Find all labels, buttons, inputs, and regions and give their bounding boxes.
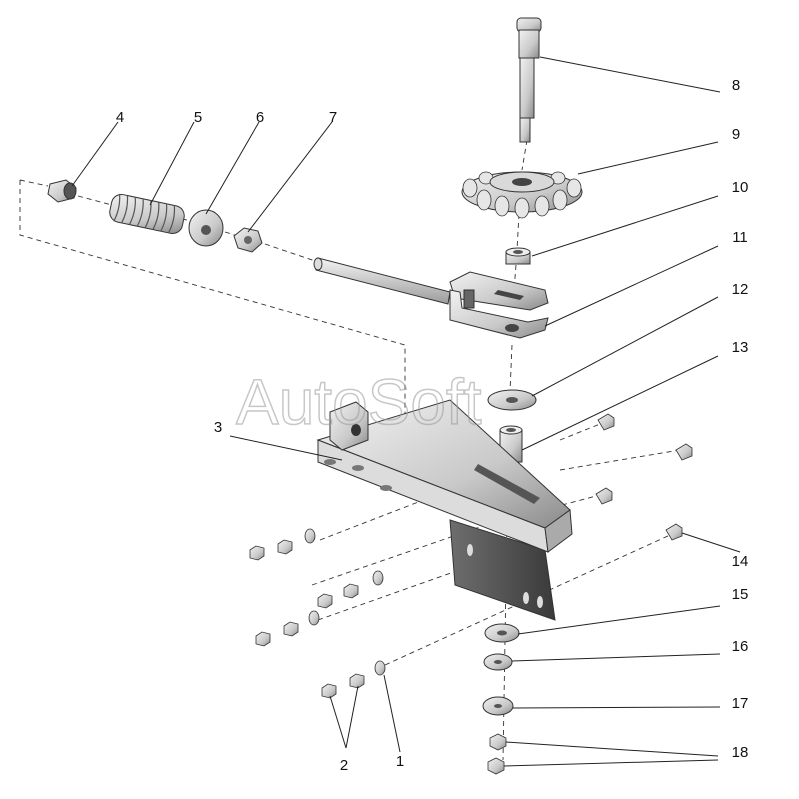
callout-4: 4 (116, 109, 124, 126)
callout-10: 10 (732, 179, 749, 196)
callout-7: 7 (329, 109, 337, 126)
part-14-bolts (595, 413, 693, 541)
part-17-washer (482, 696, 514, 716)
callout-14: 14 (732, 553, 749, 570)
callout-labels: 1 2 3 4 5 6 7 8 9 10 11 12 13 14 15 16 1… (116, 77, 749, 774)
part-16-washer (483, 653, 513, 671)
callout-15: 15 (732, 586, 749, 603)
part-15-washer (484, 623, 520, 643)
part-10-bushing (505, 247, 531, 265)
callout-6: 6 (256, 109, 264, 126)
callout-11: 11 (732, 229, 748, 246)
watermark-text: AutoSoft (236, 366, 482, 438)
callout-2: 2 (340, 757, 348, 774)
part-11-rod-clevis (313, 257, 549, 339)
callout-12: 12 (732, 281, 749, 298)
part-3-bracket (316, 399, 573, 621)
part-18-nuts (487, 733, 507, 775)
part-4-end-cap (47, 179, 77, 203)
callout-1: 1 (396, 753, 404, 770)
callout-16: 16 (732, 638, 749, 655)
part-6-washer (188, 209, 224, 247)
callout-13: 13 (732, 339, 749, 356)
callout-9: 9 (732, 126, 740, 143)
callout-3: 3 (214, 419, 222, 436)
nuts-and-washers (249, 528, 386, 699)
part-8-pin (516, 17, 542, 143)
leader-lines (71, 56, 741, 767)
callout-8: 8 (732, 77, 740, 94)
part-12-washer (487, 389, 537, 411)
part-5-spring (109, 193, 185, 235)
callout-5: 5 (194, 109, 202, 126)
callout-17: 17 (732, 695, 749, 712)
part-7-nut (233, 227, 263, 253)
part-9-sprocket (461, 171, 583, 219)
callout-18: 18 (732, 744, 749, 761)
